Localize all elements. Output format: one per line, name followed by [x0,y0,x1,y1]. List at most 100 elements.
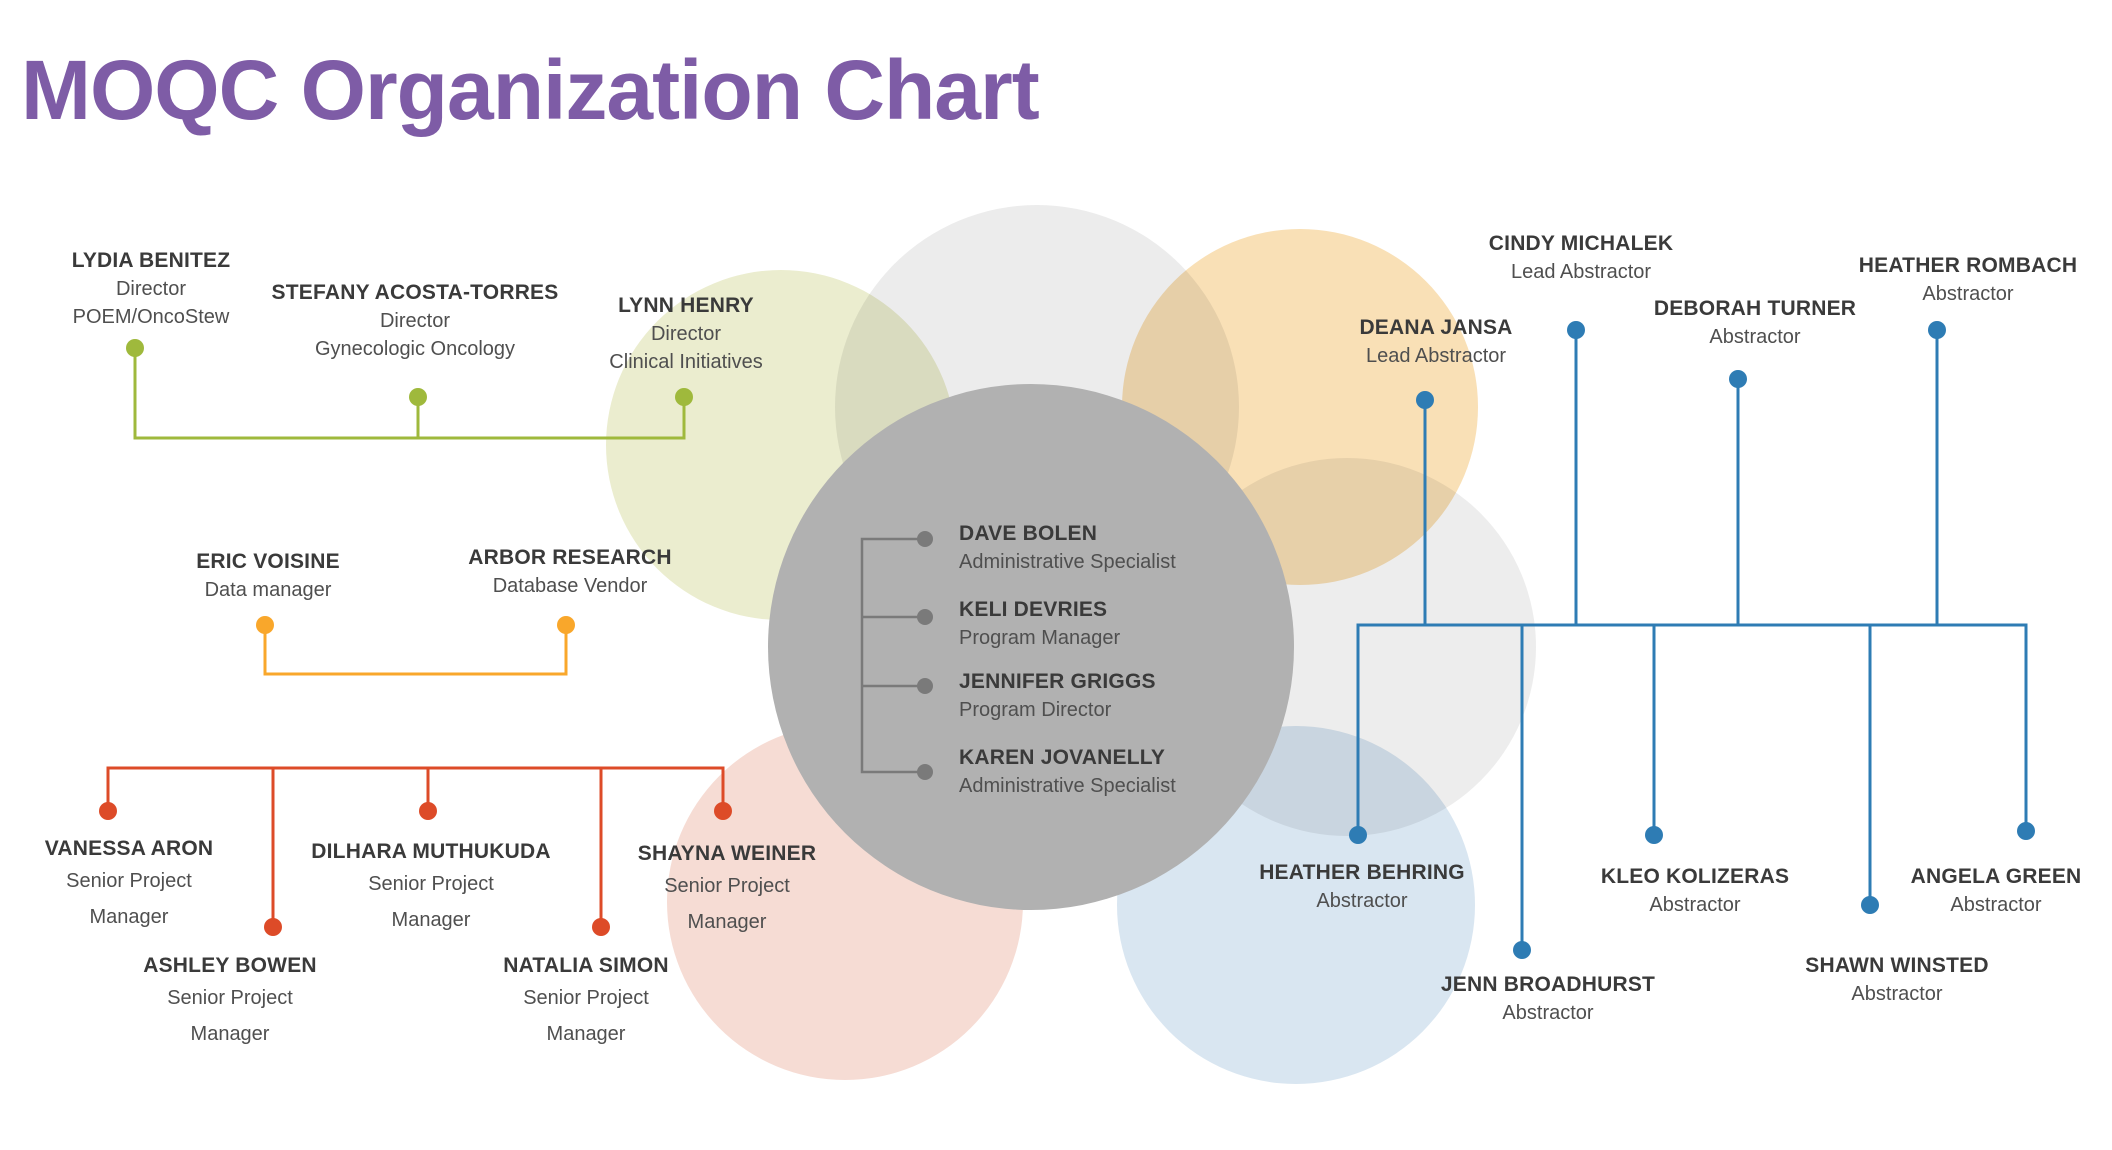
person-cindy-michalek: CINDY MICHALEK Lead Abstractor [1489,230,1673,286]
connector-dot [1567,321,1585,339]
person-name: JENN BROADHURST [1440,973,1656,996]
vendors-dots [256,616,575,634]
person-name: JENNIFER GRIGGS [959,670,1156,693]
person-dave-bolen: DAVE BOLEN Administrative Specialist [959,520,1176,576]
person-keli-devries: KELI DEVRIES Program Manager [959,596,1120,652]
abstractors-connector-path [1356,330,2028,950]
person-jennifer-griggs: JENNIFER GRIGGS Program Director [959,668,1156,724]
directors-dots [126,339,693,406]
connector-dot [675,388,693,406]
connector-dot [917,531,933,547]
managers-connector-path [106,766,725,927]
person-role: Administrative Specialist [959,775,1176,797]
connector-dot [917,764,933,780]
person-name: DAVE BOLEN [959,522,1098,545]
connector-dot [917,678,933,694]
person-name: HEATHER ROMBACH [1858,254,2078,277]
person-angela-green: ANGELA GREEN Abstractor [1911,863,2082,919]
connector-dot [1729,370,1747,388]
person-role: Abstractor [1950,894,2042,916]
person-role: Database Vendor [492,575,648,597]
central-dots [917,531,933,780]
person-shayna-weiner: SHAYNA WEINER Senior Project Manager [638,840,816,940]
connector-dot [2017,822,2035,840]
vendors-connector [263,625,568,676]
person-dilhara-muthukuda: DILHARA MUTHUKUDA Senior Project Manager [311,838,550,938]
person-ashley-bowen: ASHLEY BOWEN Senior Project Manager [143,952,317,1052]
person-role: Abstractor [1851,983,1943,1005]
person-name: LYDIA BENITEZ [71,249,231,272]
person-role: Senior Project [368,873,494,895]
person-role: Data manager [204,579,332,601]
central-connector-path [860,537,925,774]
person-name: HEATHER BEHRING [1259,861,1465,884]
person-eric-voisine: ERIC VOISINE Data manager [196,548,340,604]
person-role: Abstractor [1922,283,2014,305]
center-gray-circle [768,384,1294,910]
connector-dot [264,918,282,936]
connector-dot [409,388,427,406]
person-name: ARBOR RESEARCH [468,546,672,569]
person-name: ERIC VOISINE [196,550,340,573]
person-name: KELI DEVRIES [959,598,1108,621]
connector-dot [1928,321,1946,339]
person-role: Director [115,278,186,300]
person-kleo-kolizeras: KLEO KOLIZERAS Abstractor [1601,863,1789,919]
person-name: DILHARA MUTHUKUDA [311,840,551,863]
person-karen-jovanelly: KAREN JOVANELLY Administrative Specialis… [959,744,1176,800]
connector-dot [1645,826,1663,844]
connector-dot [1513,941,1531,959]
connector-dot [592,918,610,936]
connector-dot [99,802,117,820]
person-role: Abstractor [1649,894,1741,916]
person-role: Program Director [959,699,1112,721]
person-role: Manager [89,906,169,928]
person-lynn-henry: LYNN HENRY Director Clinical Initiatives [609,292,762,376]
person-role: Clinical Initiatives [609,351,763,373]
person-name: SHAWN WINSTED [1805,954,1989,977]
managers-connector [106,766,725,927]
person-role: Gynecologic Oncology [314,338,516,360]
person-role: Senior Project [167,987,293,1009]
vendors-connector-path [263,625,568,676]
person-lydia-benitez: LYDIA BENITEZ Director POEM/OncoStew [72,247,231,331]
person-stefany-acosta-torres: STEFANY ACOSTA-TORRES Director Gynecolog… [272,279,559,363]
person-role: Program Manager [959,627,1121,649]
person-name: ASHLEY BOWEN [143,954,317,977]
person-name: ANGELA GREEN [1910,865,2082,888]
person-role: Senior Project [523,987,649,1009]
person-name: CINDY MICHALEK [1488,232,1674,255]
person-name: NATALIA SIMON [503,954,669,977]
person-role: Lead Abstractor [1510,261,1652,283]
person-name: KLEO KOLIZERAS [1600,865,1790,888]
managers-dots [99,802,732,936]
connector-dot [1416,391,1434,409]
central-connector [860,537,925,774]
person-name: DEBORAH TURNER [1653,297,1857,320]
person-name: VANESSA ARON [44,837,214,860]
connector-dot [126,339,144,357]
person-role: Senior Project [66,870,192,892]
person-role: Abstractor [1316,890,1408,912]
page-title: MOQC Organization Chart [21,43,1040,137]
person-heather-behring: HEATHER BEHRING Abstractor [1259,859,1465,915]
person-role: Manager [190,1023,270,1045]
person-role: Manager [546,1023,626,1045]
person-name: STEFANY ACOSTA-TORRES [271,281,559,304]
connector-dot [557,616,575,634]
person-name: LYNN HENRY [618,294,754,317]
person-role: Senior Project [664,875,790,897]
connector-dot [1349,826,1367,844]
person-deana-jansa: DEANA JANSA Lead Abstractor [1359,314,1512,370]
person-role: Abstractor [1502,1002,1594,1024]
person-jenn-broadhurst: JENN BROADHURST Abstractor [1441,971,1655,1027]
connector-dot [714,802,732,820]
person-shawn-winsted: SHAWN WINSTED Abstractor [1805,952,1988,1008]
person-natalia-simon: NATALIA SIMON Senior Project Manager [503,952,669,1052]
person-heather-rombach: HEATHER ROMBACH Abstractor [1859,252,2077,308]
connector-dot [256,616,274,634]
person-name: KAREN JOVANELLY [959,746,1166,769]
